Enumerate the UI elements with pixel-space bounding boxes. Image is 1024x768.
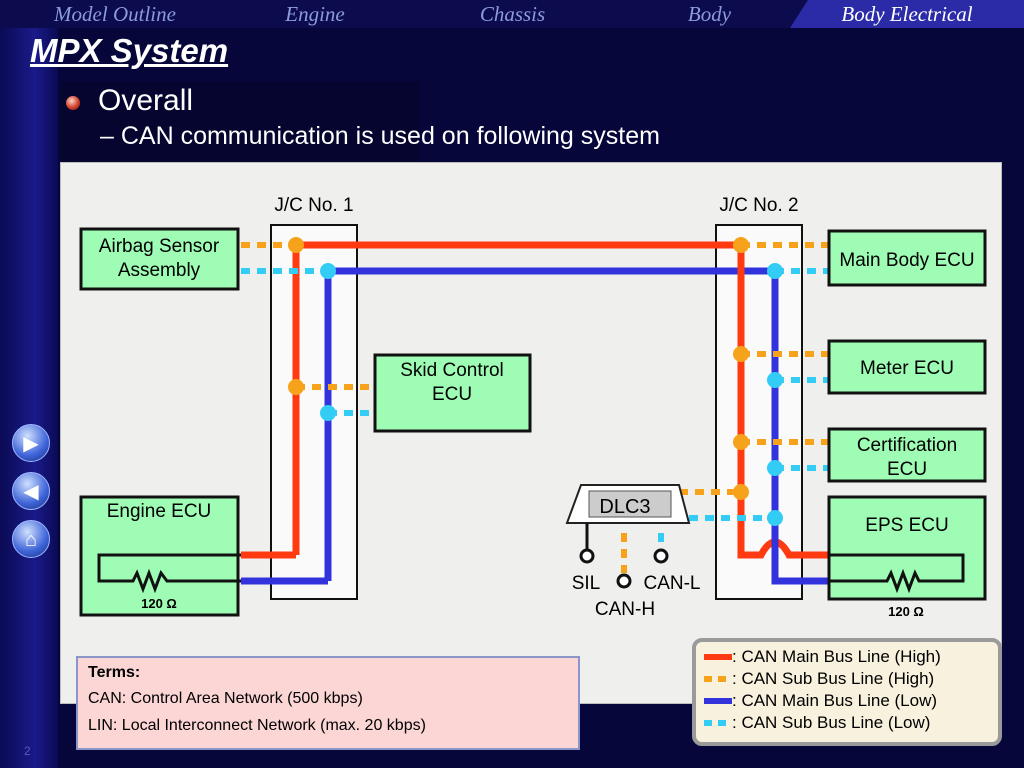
- tab-chassis[interactable]: Chassis: [479, 2, 546, 26]
- engine-resistor-label: 120 Ω: [141, 596, 177, 611]
- dot-mainbody-high: [733, 237, 749, 253]
- legend-swatch-main-high: [704, 654, 732, 660]
- legend-swatch-sub-high: [704, 676, 732, 682]
- skid-control-box: [373, 353, 532, 433]
- junction-dots: [288, 237, 783, 526]
- legend-swatch-sub-low: [704, 720, 732, 726]
- eps-ecu-label: EPS ECU: [865, 515, 948, 536]
- dlc3-connector-icon: [565, 484, 691, 589]
- arrow-left-icon: ◀: [23, 481, 39, 503]
- section-heading: Overall: [98, 84, 194, 117]
- prev-slide-button[interactable]: ◀: [12, 472, 50, 510]
- jc2-label: J/C No. 2: [719, 195, 798, 216]
- legend-swatch-main-low: [704, 698, 732, 704]
- dot-skid-high: [288, 379, 304, 395]
- can-h-label: CAN-H: [595, 599, 655, 620]
- certification-label-2: ECU: [887, 459, 927, 480]
- engine-resistor-icon: [97, 553, 241, 594]
- dlc3-label: DLC3: [599, 496, 650, 518]
- certification-label-1: Certification: [857, 435, 957, 456]
- bullet-icon: [66, 96, 80, 110]
- dot-meter-low: [767, 372, 783, 388]
- dot-cert-high: [733, 434, 749, 450]
- tab-body[interactable]: Body: [687, 2, 732, 26]
- page-title: MPX System: [30, 32, 229, 69]
- main-body-ecu-box: [827, 229, 987, 287]
- airbag-label-2: Assembly: [118, 260, 201, 281]
- dot-airbag-high: [288, 237, 304, 253]
- eps-resistor-icon: [829, 553, 965, 594]
- legend-item-sub-high: : CAN Sub Bus Line (High): [704, 668, 990, 690]
- can-main-bus-lines: [241, 241, 829, 585]
- terms-box: Terms: CAN: Control Area Network (500 kb…: [76, 656, 580, 750]
- ecu-boxes: [79, 227, 987, 617]
- dot-dlc3-low: [767, 510, 783, 526]
- home-button[interactable]: ⌂: [12, 520, 50, 558]
- section-subheading: – CAN communication is used on following…: [100, 122, 660, 150]
- dot-skid-low: [320, 405, 336, 421]
- skid-label-2: ECU: [432, 384, 472, 405]
- left-sidebar: [0, 0, 58, 768]
- meter-ecu-label: Meter ECU: [860, 358, 954, 379]
- tab-body-electrical[interactable]: Body Electrical: [790, 0, 1024, 28]
- meter-ecu-box: [827, 339, 987, 395]
- jc2-connector: [715, 224, 803, 600]
- legend-item-main-low: : CAN Main Bus Line (Low): [704, 690, 990, 712]
- can-diagram-panel: J/C No. 1 J/C No. 2: [60, 162, 1002, 704]
- certification-ecu-box: [827, 427, 987, 483]
- header-backdrop: [60, 82, 420, 162]
- jc1-label: J/C No. 1: [274, 195, 353, 216]
- legend-item-main-high: : CAN Main Bus Line (High): [704, 646, 990, 668]
- terms-can: CAN: Control Area Network (500 kbps): [88, 690, 363, 707]
- page-number: 2: [24, 744, 31, 758]
- top-nav-bar: Model Outline Engine Chassis Body Body E…: [0, 0, 1024, 28]
- can-l-label: CAN-L: [643, 573, 700, 594]
- legend-box: : CAN Main Bus Line (High) : CAN Sub Bus…: [692, 638, 1002, 746]
- dot-dlc3-high: [733, 484, 749, 500]
- legend-label-sub-high: : CAN Sub Bus Line (High): [732, 669, 935, 688]
- eps-resistor-label: 120 Ω: [888, 604, 924, 619]
- sil-label: SIL: [572, 573, 601, 594]
- tab-model-outline[interactable]: Model Outline: [54, 2, 176, 26]
- tab-engine[interactable]: Engine: [285, 2, 345, 26]
- dot-meter-high: [733, 346, 749, 362]
- legend-label-main-low: : CAN Main Bus Line (Low): [732, 691, 938, 710]
- dot-mainbody-low: [767, 263, 783, 279]
- dot-airbag-low: [320, 263, 336, 279]
- terms-lin: LIN: Local Interconnect Network (max. 20…: [88, 717, 426, 734]
- engine-ecu-label: Engine ECU: [107, 501, 212, 522]
- can-diagram: J/C No. 1 J/C No. 2: [79, 195, 987, 620]
- arrow-right-icon: ▶: [23, 433, 39, 455]
- legend-item-sub-low: : CAN Sub Bus Line (Low): [704, 712, 990, 734]
- legend-label-sub-low: : CAN Sub Bus Line (Low): [732, 713, 931, 732]
- airbag-label-1: Airbag Sensor: [99, 236, 220, 257]
- main-body-ecu-label: Main Body ECU: [839, 250, 974, 271]
- skid-label-1: Skid Control: [400, 360, 504, 381]
- legend-label-main-high: : CAN Main Bus Line (High): [732, 647, 941, 666]
- airbag-sensor-box: [79, 227, 240, 291]
- dot-cert-low: [767, 460, 783, 476]
- jc1-connector: [270, 224, 358, 600]
- terms-heading: Terms:: [88, 664, 141, 681]
- home-icon: ⌂: [24, 529, 38, 551]
- next-slide-button[interactable]: ▶: [12, 424, 50, 462]
